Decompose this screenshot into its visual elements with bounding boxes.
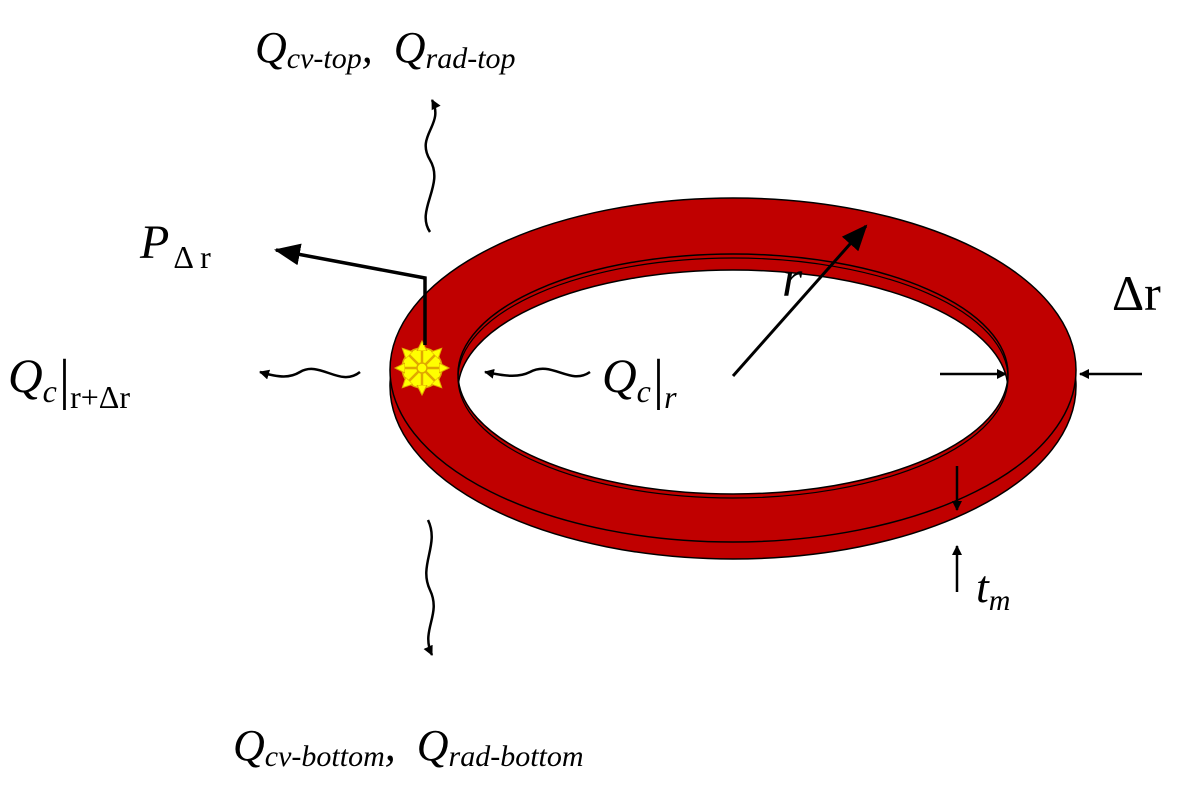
radius-label: r — [782, 251, 803, 308]
power-pointer-arrow — [274, 243, 427, 345]
radius-arrow — [731, 224, 868, 377]
bottom-loss-wavy-arrow — [423, 519, 435, 656]
delta-r-label: Δr — [1112, 265, 1161, 321]
outer-conduction-label: Qc|r+Δr — [8, 349, 130, 415]
outer-conduction-wavy-arrow — [259, 367, 361, 380]
inner-conduction-label: Qc|r — [602, 349, 677, 415]
top-loss-label: Qcv-top, Qrad-top — [255, 23, 516, 75]
inner-conduction-wavy-arrow — [484, 367, 591, 379]
heat-source-icon — [396, 342, 448, 394]
ring-top-face — [389, 197, 1077, 543]
thickness-label: tm — [976, 561, 1010, 617]
ring-inner-rim — [457, 257, 1009, 499]
top-loss-wavy-arrow — [424, 99, 441, 233]
bottom-loss-label: Qcv-bottom, Qrad-bottom — [233, 721, 584, 773]
annular-ring — [389, 197, 1077, 560]
